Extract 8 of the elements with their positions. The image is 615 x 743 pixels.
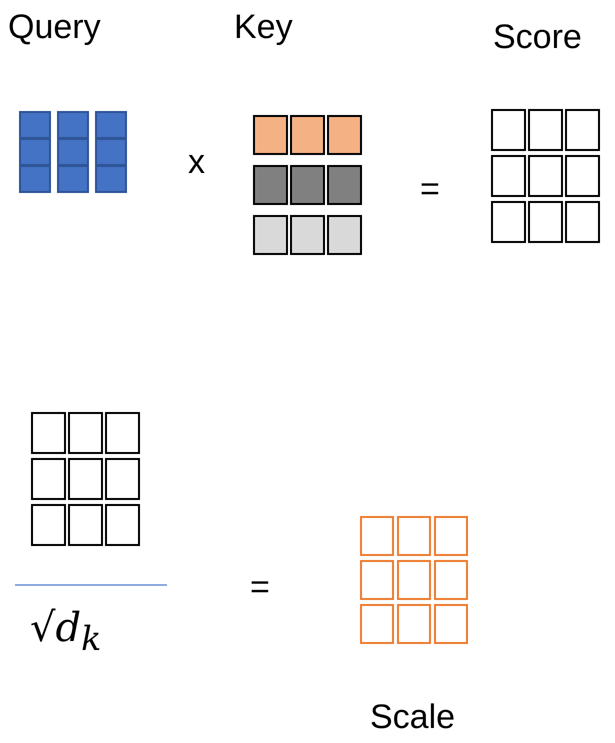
matrix-title: Query (8, 10, 101, 44)
operator-sign: x (188, 145, 205, 179)
operator-sign: = (420, 172, 440, 206)
formula-text: √d$_{k}$ (30, 608, 102, 656)
matrix-title: Score (493, 20, 582, 54)
operator-sign: = (250, 570, 270, 604)
matrix-title: Key (234, 10, 293, 44)
matrix-title: Scale (370, 700, 456, 734)
